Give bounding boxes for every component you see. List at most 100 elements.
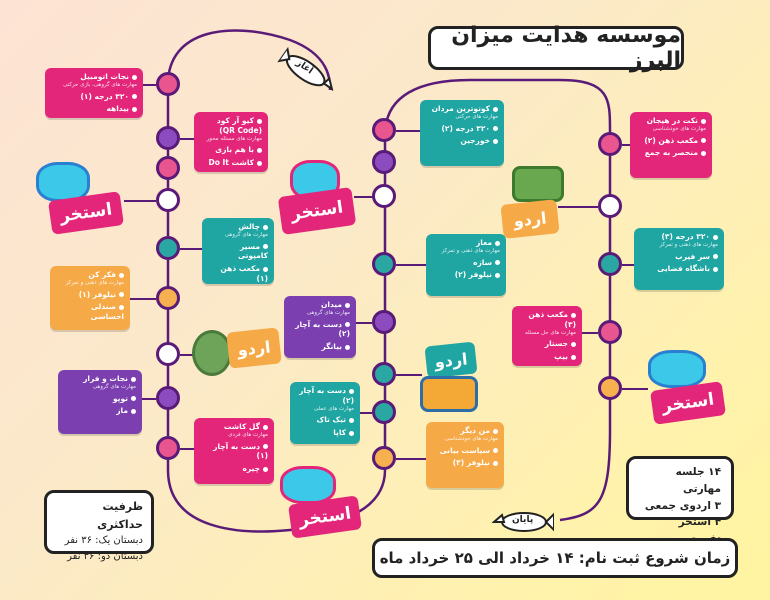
bullet-icon (349, 430, 354, 436)
timeline-node (156, 436, 180, 460)
bullet-icon (263, 466, 268, 472)
camping-gear-icon (512, 166, 564, 202)
timeline-node (372, 118, 396, 142)
connector (622, 264, 634, 266)
timeline-node (598, 132, 622, 156)
bullet-icon (495, 240, 500, 246)
bullet-icon (257, 118, 262, 124)
connector (622, 144, 630, 146)
timeline-node (156, 342, 180, 366)
bullet-icon (571, 354, 576, 360)
backpack-icon (420, 376, 478, 412)
bullet-icon (701, 150, 706, 156)
bullet-icon (131, 408, 136, 414)
registration-text: زمان شروع ثبت نام: ۱۴ خرداد الی ۲۵ خرداد… (379, 549, 731, 567)
connector (130, 298, 156, 300)
bullet-icon (713, 266, 718, 272)
timeline-node (372, 310, 396, 334)
session-card: دست به آچار (۲)مهارت های عملی تیک تاک کا… (290, 382, 360, 444)
connector (124, 200, 156, 202)
ordu-badge: اردو (226, 327, 282, 369)
connector (622, 388, 648, 390)
bullet-icon (701, 118, 706, 124)
bullet-icon (493, 106, 498, 112)
timeline-node (156, 236, 180, 260)
bullet-icon (493, 448, 498, 454)
timeline-node (156, 188, 180, 212)
bullet-icon (257, 147, 262, 153)
bullet-icon (493, 126, 498, 132)
timeline-node (156, 386, 180, 410)
bullet-icon (132, 106, 137, 112)
connector (558, 206, 598, 208)
connector (356, 322, 372, 324)
timeline-node (598, 252, 622, 276)
bullet-icon (131, 376, 136, 382)
bullet-icon (131, 396, 136, 402)
bullet-icon (345, 322, 350, 328)
bullet-icon (713, 234, 718, 240)
connector (360, 412, 372, 414)
connector (396, 130, 420, 132)
capacity-box: ظرفیت حداکثری دبستان یک: ۳۶ نفر دبستان د… (44, 490, 154, 562)
timeline-node (372, 252, 396, 276)
connector (180, 248, 202, 250)
timeline-node (372, 150, 396, 174)
ordu-badge: اردو (500, 199, 560, 239)
session-card: ۳۲۰ درجه (۳)مهارت های ذهنی و تمرکز سر فی… (634, 228, 724, 290)
end-label: پایان (512, 515, 534, 525)
connector (396, 264, 426, 266)
bullet-icon (701, 138, 706, 144)
summary-line-2: ۳ اردوی جمعی (644, 499, 721, 512)
connector (180, 354, 194, 356)
bullet-icon (345, 302, 350, 308)
connector (142, 398, 156, 400)
bullet-icon (713, 254, 718, 260)
forest-icon (192, 330, 232, 376)
pool-icon (648, 350, 706, 388)
capacity-line-2: دبستان دو: ۳۶ نفر (67, 551, 143, 563)
page-title: موسسه هدایت میزان البرز (428, 23, 684, 73)
summary-line-1: ۱۴ جلسه مهارتی (675, 466, 721, 495)
connector (180, 138, 194, 140)
bullet-icon (349, 417, 354, 423)
session-card: مکعب ذهن (۳)مهارت های حل مسئله جستار بیپ (512, 306, 582, 366)
bullet-icon (263, 424, 268, 430)
bullet-icon (263, 244, 268, 250)
bullet-icon (119, 292, 124, 298)
bullet-icon (132, 94, 137, 100)
timeline-node (156, 72, 180, 96)
bullet-icon (571, 341, 576, 347)
bullet-icon (345, 344, 350, 350)
connector (582, 332, 598, 334)
connector (396, 458, 426, 460)
start-rocket: آغاز (272, 43, 341, 105)
session-card: کیو آر کود (QR Code)مهارت های مسئله محور… (194, 112, 268, 172)
bullet-icon (132, 74, 137, 80)
connector (180, 448, 194, 450)
connector (143, 84, 156, 86)
bullet-icon (263, 266, 268, 272)
summary-box: ۱۴ جلسه مهارتی ۳ اردوی جمعی ۴ استخر تفری… (626, 456, 734, 545)
capacity-line-1: دبستان یک: ۳۶ نفر (64, 535, 143, 547)
bullet-icon (349, 388, 354, 394)
timeline-node (156, 286, 180, 310)
timeline-node (598, 194, 622, 218)
timeline-node (156, 156, 180, 180)
bullet-icon (495, 260, 500, 266)
timeline-node (372, 400, 396, 424)
connector (354, 196, 374, 198)
bullet-icon (263, 224, 268, 230)
registration-box: زمان شروع ثبت نام: ۱۴ خرداد الی ۲۵ خرداد… (372, 538, 738, 578)
bullet-icon (263, 444, 268, 450)
timeline-node (156, 126, 180, 150)
